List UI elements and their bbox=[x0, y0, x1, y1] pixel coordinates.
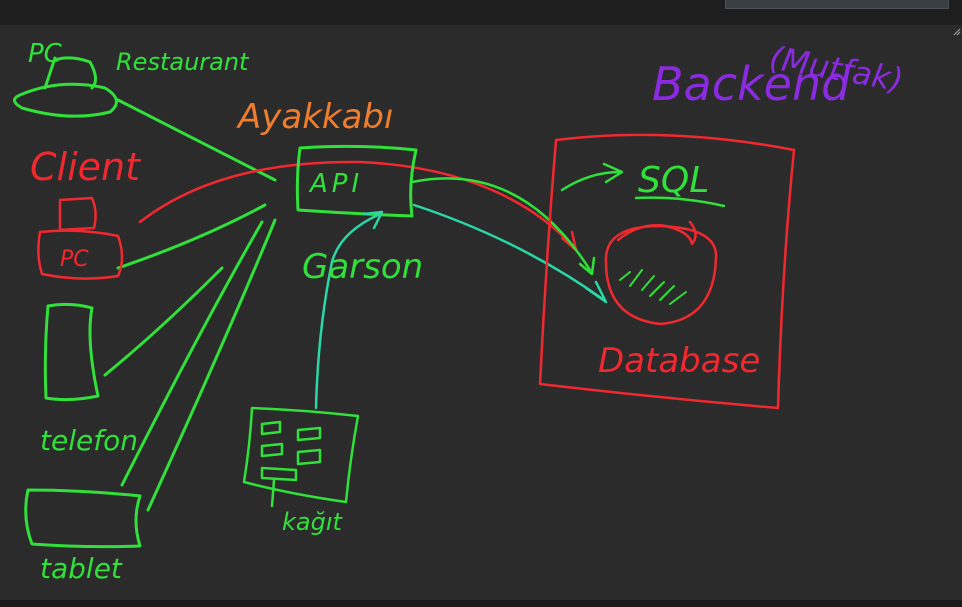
database-cylinder bbox=[604, 220, 718, 326]
database-label: Database bbox=[598, 341, 760, 381]
backend-container bbox=[538, 133, 796, 410]
sql-arrowhead bbox=[602, 162, 624, 184]
garson-label: Garson bbox=[302, 247, 423, 287]
backend-label: Backend bbox=[652, 57, 851, 111]
client-arc bbox=[138, 160, 577, 250]
drawing-board: PC Restaurant Client Ayakkabı API PC Gar… bbox=[13, 38, 906, 585]
ayakkabi-label: Ayakkabı bbox=[236, 97, 393, 137]
database-records bbox=[619, 269, 687, 305]
tablet-label: tablet bbox=[40, 552, 123, 585]
tablet-drawing bbox=[24, 488, 142, 549]
api-label: API bbox=[308, 169, 363, 199]
toolbar-panel[interactable] bbox=[725, 0, 949, 9]
pc-client-drawing bbox=[37, 196, 124, 280]
client-connections bbox=[103, 98, 277, 512]
pc-top-label: PC bbox=[28, 39, 63, 69]
resize-corner-icon[interactable] bbox=[952, 27, 962, 37]
bottom-bar bbox=[0, 600, 962, 607]
phone-drawing bbox=[43, 302, 100, 402]
paper-to-api-arrow bbox=[314, 212, 382, 410]
sql-arrow bbox=[560, 170, 622, 192]
sql-underline bbox=[634, 196, 726, 208]
paper-to-api-arrowhead bbox=[362, 210, 384, 230]
restaurant-label: Restaurant bbox=[116, 48, 250, 76]
top-toolbar bbox=[0, 0, 962, 25]
sql-label: SQL bbox=[638, 160, 709, 201]
client-label: Client bbox=[30, 145, 142, 189]
pc-client-label: PC bbox=[60, 247, 89, 272]
api-to-database-teal-arrowhead bbox=[584, 280, 608, 304]
telefon-label: telefon bbox=[40, 424, 138, 457]
api-to-database-teal-arrow bbox=[412, 203, 606, 302]
paper-drawing bbox=[242, 406, 360, 508]
api-to-database-arrowhead bbox=[578, 256, 596, 276]
kagit-label: kağıt bbox=[282, 508, 344, 536]
pc-top-drawing bbox=[13, 56, 118, 118]
api-box bbox=[295, 144, 418, 218]
api-to-database-arrow bbox=[410, 177, 592, 272]
